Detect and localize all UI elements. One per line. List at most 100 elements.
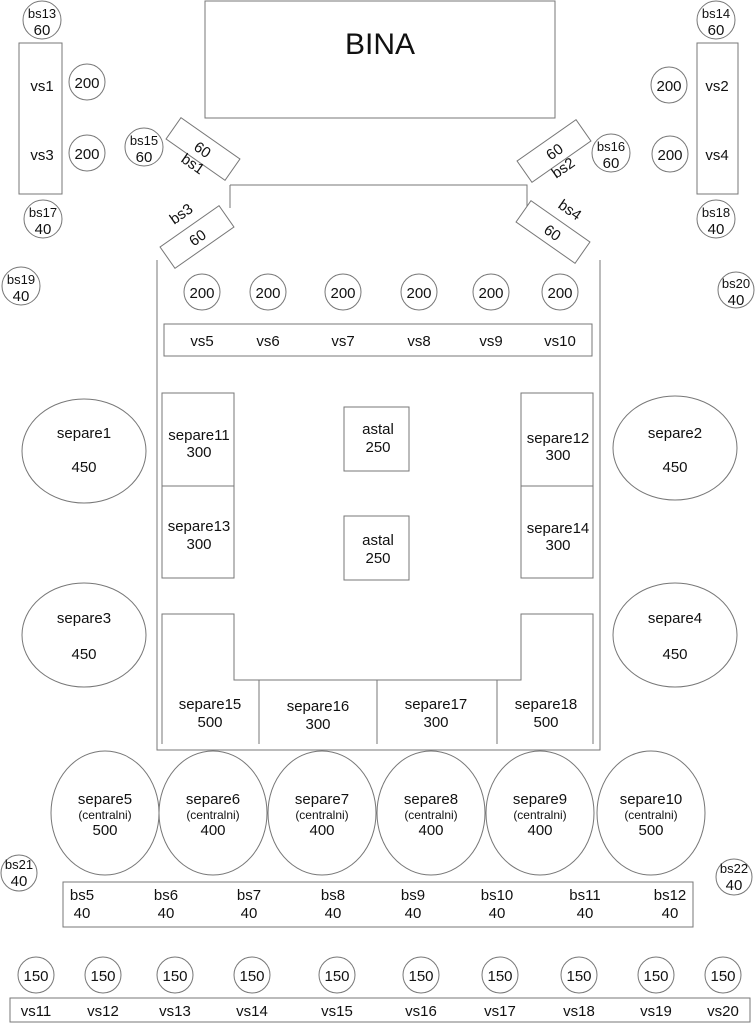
svg-text:bs22: bs22 [720, 861, 748, 876]
central-booth[interactable]: separe8(centralni)400 [376, 750, 486, 876]
back-vip-price-badge: 150 [560, 956, 598, 994]
central-booth-price: 400 [200, 822, 225, 839]
bar-bench-bs2[interactable]: 60 [516, 119, 592, 183]
bar-stool-bs14[interactable]: bs14 60 [696, 0, 736, 40]
bar-stool-bs21[interactable]: bs21 40 [0, 854, 38, 892]
bs3-label: bs3 [167, 200, 197, 228]
bar-stool-bs19[interactable]: bs19 40 [1, 266, 41, 306]
svg-text:250: 250 [365, 550, 390, 567]
front-vip-label[interactable]: vs6 [256, 333, 279, 350]
front-vip-price: 200 [189, 285, 214, 302]
back-vip-price-badge: 150 [84, 956, 122, 994]
back-vip-price: 150 [566, 968, 591, 985]
svg-text:40: 40 [35, 221, 52, 238]
svg-text:separe4: separe4 [648, 610, 702, 627]
svg-text:60: 60 [190, 138, 213, 161]
back-vip-label[interactable]: vs15 [321, 1003, 353, 1020]
bar-stool-bs18[interactable]: bs18 40 [696, 199, 736, 239]
row-bar-stool-label: bs12 [654, 887, 687, 904]
back-vip-price-badge: 150 [402, 956, 440, 994]
central-booth[interactable]: separe7(centralni)400 [267, 750, 377, 876]
back-vip-label[interactable]: vs13 [159, 1003, 191, 1020]
front-vip-label[interactable]: vs9 [479, 333, 502, 350]
central-booth-label: separe10 [620, 791, 683, 808]
back-vip-price: 150 [324, 968, 349, 985]
booth-separe11[interactable]: separe11 300 [161, 392, 235, 487]
svg-text:450: 450 [662, 646, 687, 663]
svg-text:separe1: separe1 [57, 425, 111, 442]
back-vip-price: 150 [162, 968, 187, 985]
back-vip-label[interactable]: vs16 [405, 1003, 437, 1020]
row-bar-stool-label: bs7 [237, 887, 261, 904]
svg-text:500: 500 [533, 714, 558, 731]
bar-bench-bs3[interactable]: 60 [159, 205, 235, 269]
vip-table-vs2-vs4[interactable]: vs2 vs4 [696, 42, 739, 195]
back-vip-label[interactable]: vs12 [87, 1003, 119, 1020]
central-booth[interactable]: separe9(centralni)400 [485, 750, 595, 876]
front-vip-label[interactable]: vs7 [331, 333, 354, 350]
bar-stool-bs17[interactable]: bs17 40 [23, 199, 63, 239]
bar-stool-bs20[interactable]: bs20 40 [717, 271, 755, 309]
back-vip-label[interactable]: vs14 [236, 1003, 268, 1020]
svg-text:300: 300 [545, 447, 570, 464]
central-booth[interactable]: separe5(centralni)500 [50, 750, 160, 876]
bar-stool-bs15[interactable]: bs15 60 [124, 127, 164, 167]
booth-separe17[interactable]: separe17 300 [405, 696, 468, 731]
svg-text:astal: astal [362, 421, 394, 438]
booth-separe1[interactable]: separe1 450 [21, 398, 147, 504]
bar-bench-bs4[interactable]: 60 [515, 200, 591, 264]
central-booth[interactable]: separe6(centralni)400 [158, 750, 268, 876]
svg-text:60: 60 [34, 22, 51, 39]
vs2-label: vs2 [705, 78, 728, 95]
back-vip-price-badge: 150 [233, 956, 271, 994]
svg-text:bs19: bs19 [7, 272, 35, 287]
booth-separe18[interactable]: separe18 500 [515, 696, 578, 731]
central-booth-price: 400 [309, 822, 334, 839]
central-booth-label: separe8 [404, 791, 458, 808]
front-vip-label[interactable]: vs10 [544, 333, 576, 350]
booth-separe16[interactable]: separe16 300 [287, 698, 350, 733]
svg-text:separe12: separe12 [527, 430, 590, 447]
center-table-astal-1[interactable]: astal 250 [343, 406, 410, 472]
bar-stool-bs16[interactable]: bs16 60 [591, 133, 631, 173]
bar-stool-bs22[interactable]: bs22 40 [715, 858, 753, 896]
svg-text:200: 200 [656, 78, 681, 95]
vip-table-vs1-vs3[interactable]: vs1 vs3 [18, 42, 63, 195]
svg-text:separe13: separe13 [168, 518, 231, 535]
back-vip-price-badge: 150 [318, 956, 356, 994]
booth-separe2[interactable]: separe2 450 [612, 395, 738, 501]
booth-separe3[interactable]: separe3 450 [21, 582, 147, 688]
booth-separe13[interactable]: separe13 300 [161, 485, 235, 579]
back-vip-label[interactable]: vs18 [563, 1003, 595, 1020]
svg-text:40: 40 [13, 288, 30, 305]
svg-text:bs15: bs15 [130, 133, 158, 148]
front-vip-price: 200 [478, 285, 503, 302]
vs3-price-badge: 200 [68, 134, 106, 172]
center-table-astal-2[interactable]: astal 250 [343, 515, 410, 581]
back-vip-label[interactable]: vs11 [21, 1003, 52, 1020]
bar-bench-bs1[interactable]: 60 [165, 117, 241, 181]
central-booth[interactable]: separe10(centralni)500 [596, 750, 706, 876]
front-vip-label[interactable]: vs5 [190, 333, 213, 350]
back-vip-label[interactable]: vs17 [484, 1003, 516, 1020]
booth-separe14[interactable]: separe14 300 [520, 485, 594, 579]
front-vip-price: 200 [255, 285, 280, 302]
back-vip-label[interactable]: vs20 [707, 1003, 739, 1020]
back-vip-price: 150 [239, 968, 264, 985]
booth-separe15[interactable]: separe15 500 [179, 696, 242, 731]
back-vip-price: 150 [643, 968, 668, 985]
booth-separe12[interactable]: separe12 300 [520, 392, 594, 487]
bar-stool-bs13[interactable]: bs13 60 [22, 0, 62, 40]
svg-text:bs18: bs18 [702, 205, 730, 220]
front-vip-label[interactable]: vs8 [407, 333, 430, 350]
back-vip-label[interactable]: vs19 [640, 1003, 672, 1020]
booth-separe4[interactable]: separe4 450 [612, 582, 738, 688]
